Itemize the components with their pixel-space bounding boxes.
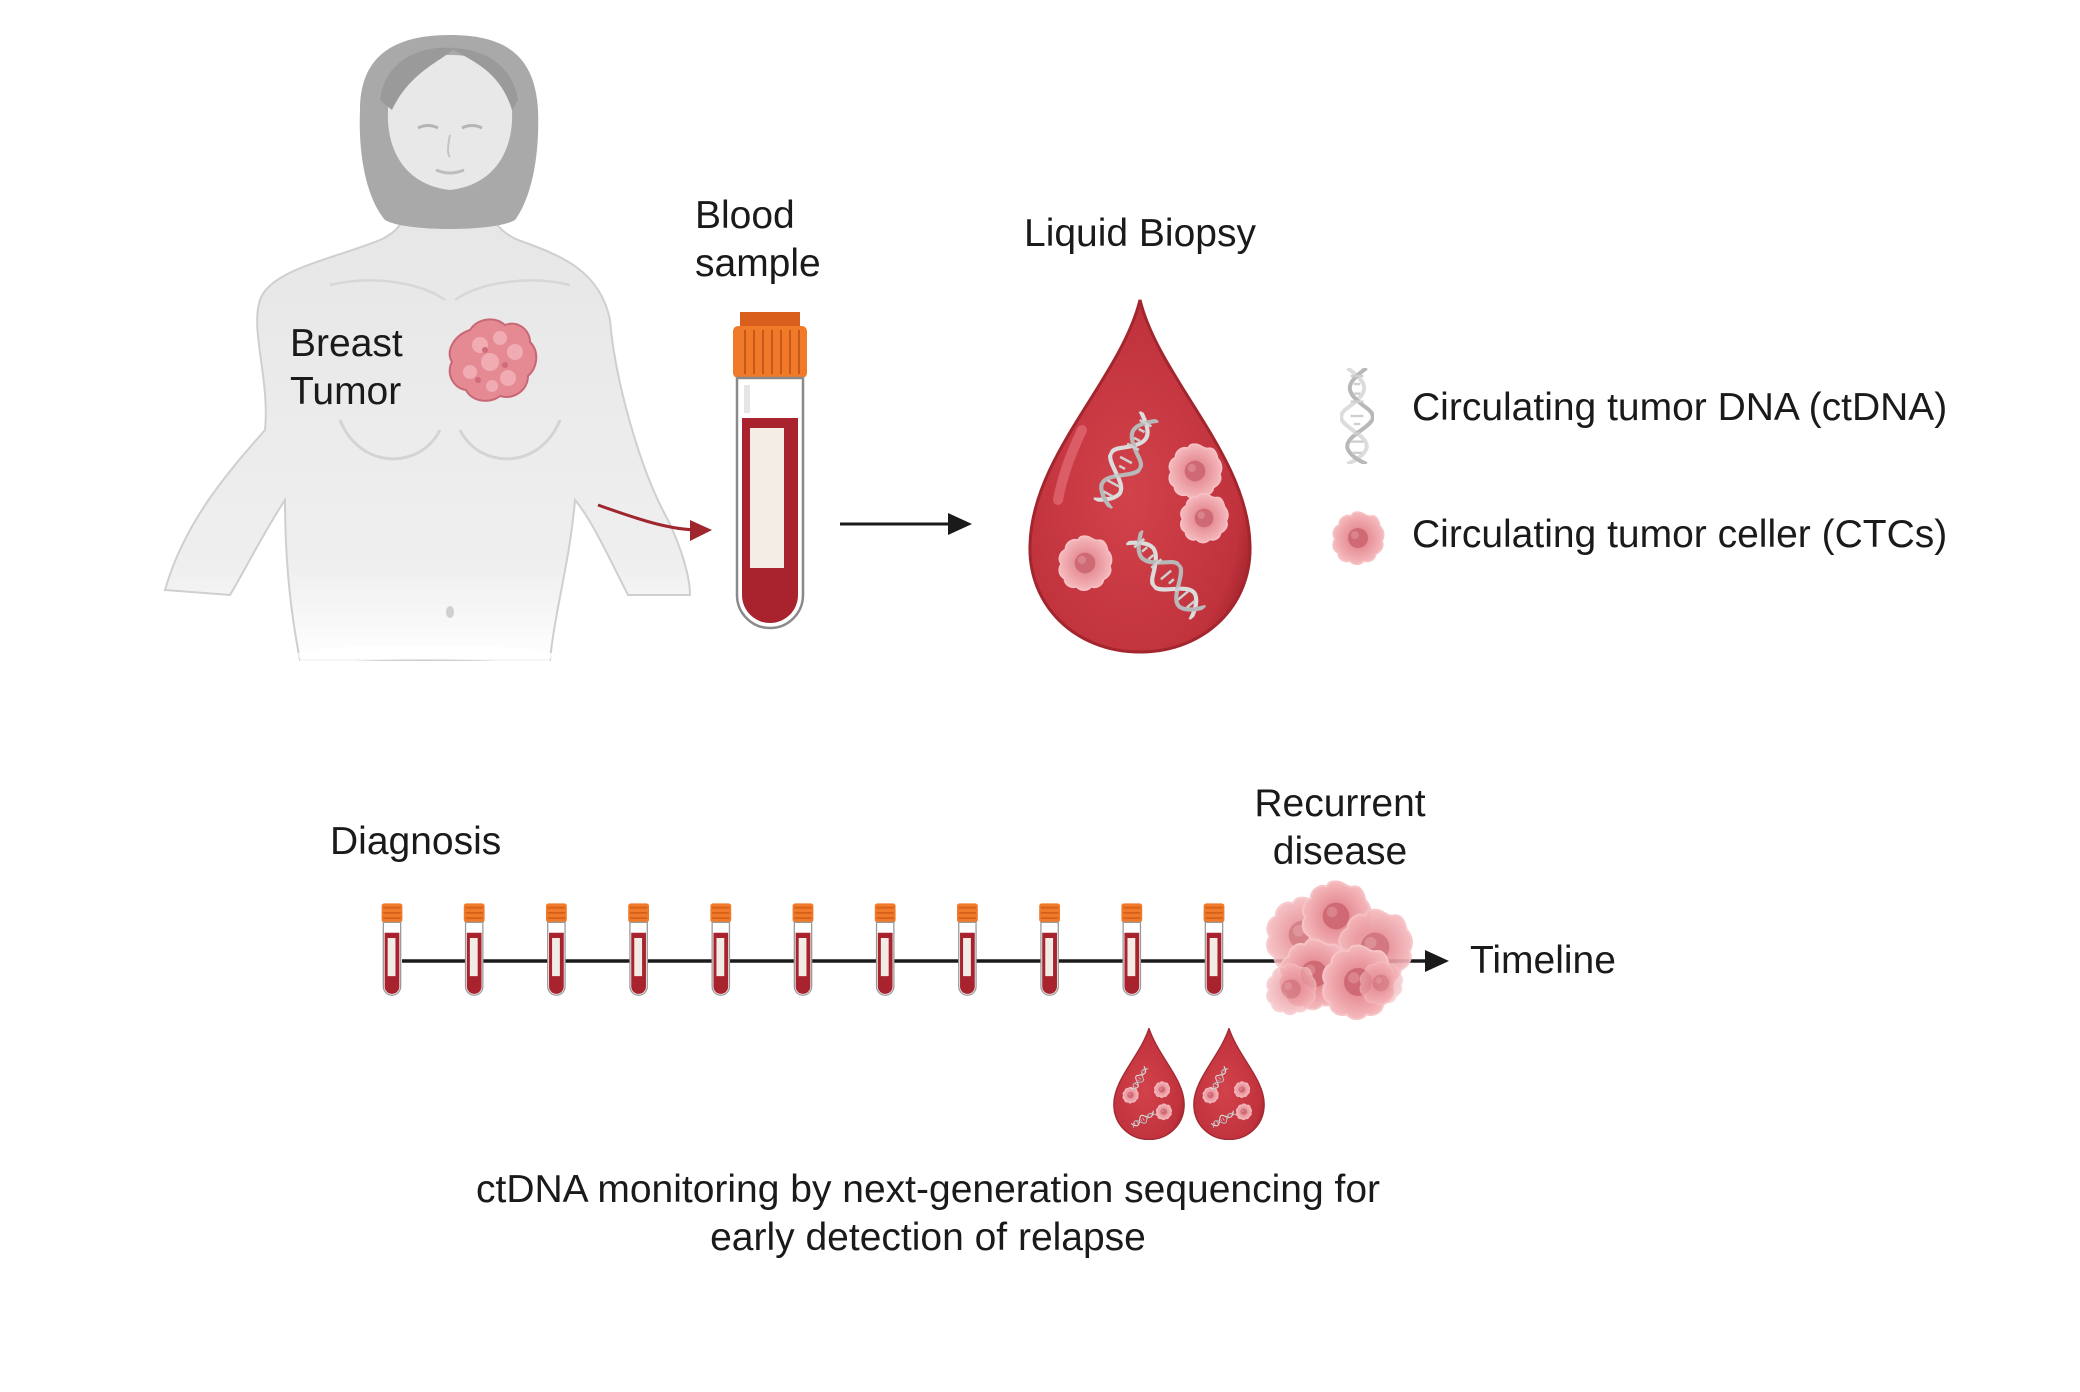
monitoring-drops (1114, 1029, 1264, 1140)
diagnosis-label: Diagnosis (330, 820, 502, 863)
caption-line1: ctDNA monitoring by next-generation sequ… (475, 1168, 1380, 1211)
timeline-sample-tube (791, 902, 815, 996)
timeline-axis (402, 950, 1449, 972)
timeline-sample-tube (1038, 902, 1061, 996)
patient-figure (163, 35, 712, 667)
timeline-sample-tube (874, 902, 897, 996)
blood-sample-label-line1: Blood (695, 194, 795, 237)
recurrent-disease-label: Recurrent disease (1224, 780, 1456, 876)
timeline-sample-tube (1120, 902, 1143, 996)
ctc-legend-icon (1332, 511, 1385, 566)
recurrent-disease-label-line2: disease (1272, 830, 1408, 873)
timeline-tubes (380, 902, 1226, 996)
recurrent-disease-cluster (1266, 880, 1413, 1020)
timeline-sample-tube (380, 902, 404, 996)
caption-line2: early detection of relapse (710, 1216, 1146, 1259)
breast-tumor-label: Breast Tumor (290, 320, 403, 416)
blood-sample-label: Blood sample (695, 192, 821, 288)
liquid-biopsy-label: Liquid Biopsy (1024, 212, 1256, 255)
blood-sample-tube (733, 312, 807, 630)
timeline-sample-tube (463, 902, 486, 996)
process-arrow (840, 513, 972, 535)
timeline-label: Timeline (1470, 939, 1616, 982)
breast-tumor-label-line2: Tumor (290, 370, 402, 413)
recurrent-disease-label-line1: Recurrent (1254, 782, 1426, 825)
legend-ctcs-label: Circulating tumor celler (CTCs) (1412, 513, 1948, 556)
caption: ctDNA monitoring by next-generation sequ… (420, 1166, 1436, 1262)
timeline-sample-tube (956, 902, 979, 996)
liquid-biopsy-drop (1028, 299, 1252, 654)
timeline-sample-tube (545, 902, 568, 996)
breast-tumor-mass (448, 318, 538, 402)
timeline-sample-tube (1202, 902, 1226, 996)
dna-legend-icon (1341, 368, 1373, 464)
legend-ctdna-label: Circulating tumor DNA (ctDNA) (1412, 386, 1948, 429)
timeline-sample-tube (627, 902, 650, 996)
breast-tumor-label-line1: Breast (290, 322, 403, 365)
timeline-sample-tube (709, 902, 732, 996)
blood-sample-label-line2: sample (695, 242, 821, 285)
